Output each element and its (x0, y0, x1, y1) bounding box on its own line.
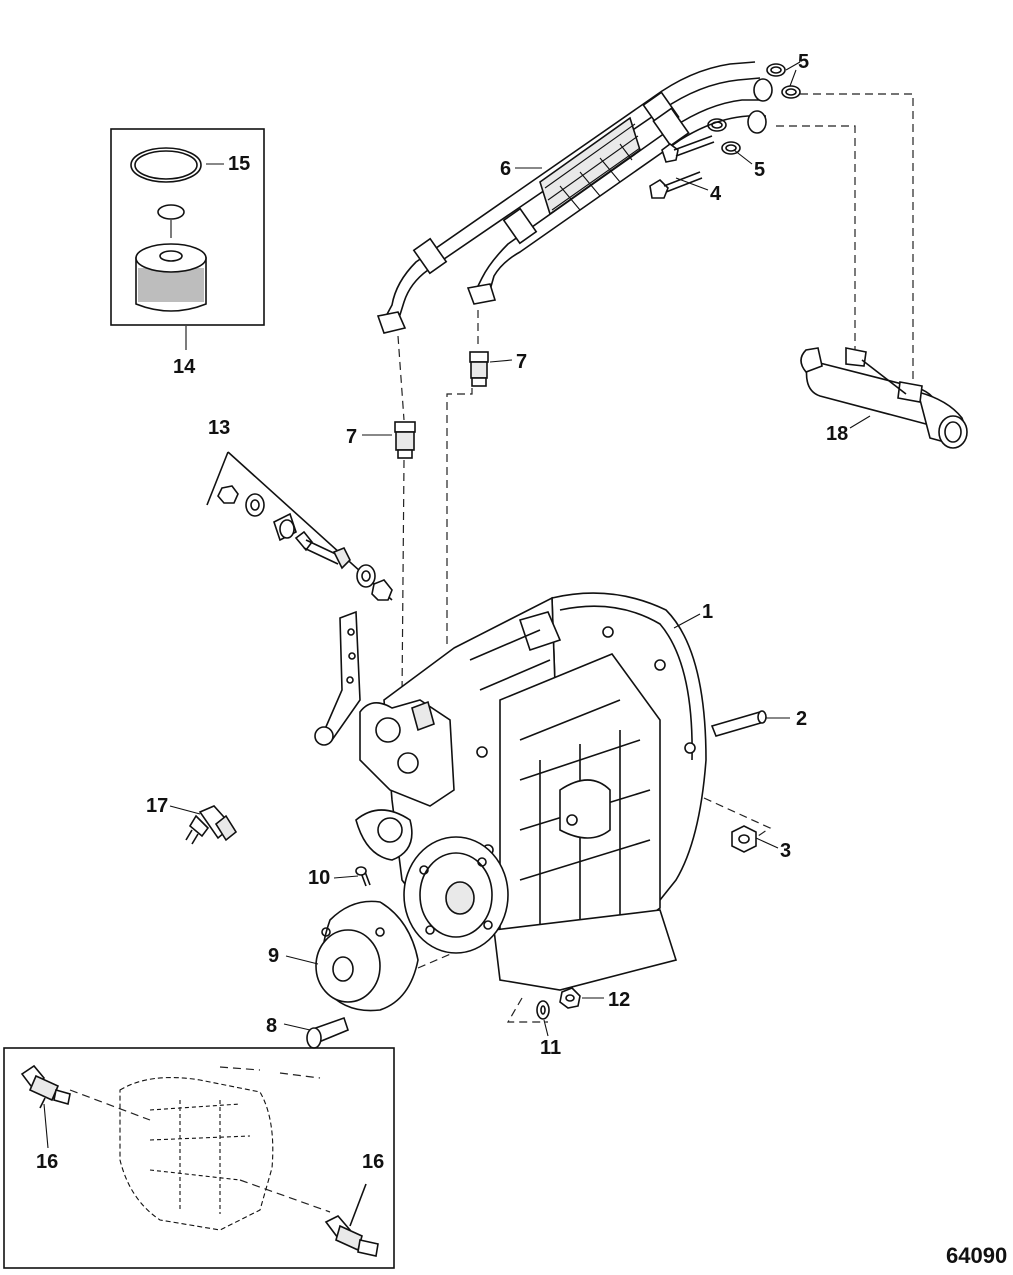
sender-inset (3, 1047, 395, 1269)
oil-cooler-18 (800, 347, 968, 449)
callout-10: 10 (308, 867, 330, 889)
sealing-washers-5 (707, 63, 801, 155)
filter-element-14 (135, 243, 207, 312)
sender-16-left (20, 1064, 71, 1109)
callout-3: 3 (780, 840, 791, 862)
drive-coupling-9 (315, 900, 419, 1012)
sender-inset-frame (3, 1047, 395, 1269)
retaining-ring (157, 204, 185, 220)
callout-leaders (43, 61, 871, 1149)
screw-10 (355, 866, 371, 887)
callout-labels: 1 2 3 4 5 5 6 7 7 8 9 10 11 12 13 14 15 … (36, 51, 1007, 1268)
fitting-upper-7 (469, 351, 489, 387)
callout-16-left: 16 (36, 1151, 58, 1173)
mounting-hardware-13 (206, 451, 393, 601)
callout-11: 11 (540, 1037, 561, 1059)
callout-13: 13 (208, 417, 230, 439)
callout-5-top: 5 (798, 51, 809, 73)
callout-18: 18 (826, 423, 848, 445)
callout-12: 12 (608, 989, 630, 1011)
o-ring-15 (130, 147, 202, 183)
dowel-pin-2 (710, 710, 767, 737)
transmission-1 (314, 592, 707, 991)
figure-id: 64090 (946, 1243, 1007, 1268)
callout-15: 15 (228, 153, 250, 175)
callout-8: 8 (266, 1015, 277, 1037)
callout-4: 4 (710, 183, 722, 205)
filter-inset (110, 128, 265, 326)
callout-16-right: 16 (362, 1151, 384, 1173)
callout-1: 1 (702, 601, 713, 623)
dashed-leaders (69, 93, 914, 1213)
cooler-hoses-6 (376, 61, 773, 334)
callout-5-bottom: 5 (754, 159, 765, 181)
callout-17: 17 (146, 795, 168, 817)
nut-12 (559, 987, 581, 1009)
callout-14: 14 (173, 356, 196, 378)
bolt-8 (306, 1016, 349, 1049)
filter-inset-frame (110, 128, 265, 326)
sender-16-right (324, 1183, 379, 1257)
banjo-bolts-4 (649, 135, 715, 199)
fitting-lower-7 (394, 421, 416, 459)
washer-11 (536, 1000, 550, 1020)
callout-9: 9 (268, 945, 279, 967)
sender-17 (185, 805, 238, 845)
callout-7-lower: 7 (346, 426, 357, 448)
nut-3 (731, 825, 757, 853)
callout-7-upper: 7 (516, 351, 527, 373)
callout-6: 6 (500, 158, 511, 180)
callout-2: 2 (796, 708, 807, 730)
